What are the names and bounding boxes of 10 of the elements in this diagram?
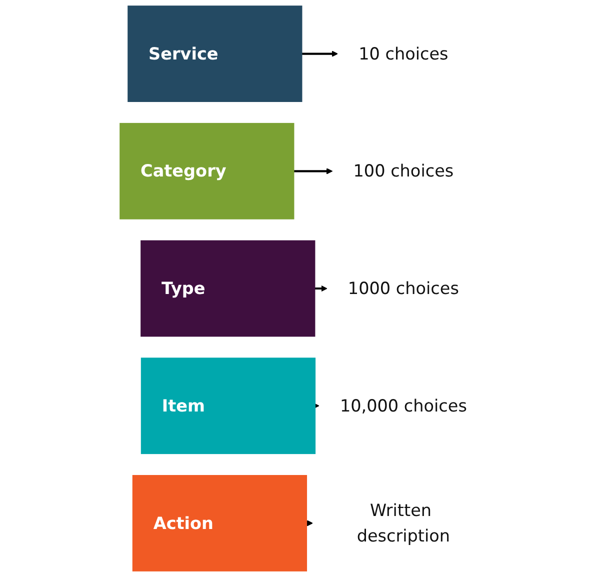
node-text: 100 choices — [352, 161, 454, 181]
node-box: Action — [132, 475, 307, 572]
node-text: 10,000 choices — [340, 396, 467, 416]
node-box: Service — [127, 6, 302, 102]
node-text: Written description — [356, 500, 450, 546]
node-text: 1000 choices — [348, 278, 459, 298]
node-box: Type — [140, 240, 315, 337]
node-box: Item — [140, 358, 316, 454]
node-box: Category — [119, 122, 294, 220]
node-text: 10 choices — [358, 44, 448, 64]
